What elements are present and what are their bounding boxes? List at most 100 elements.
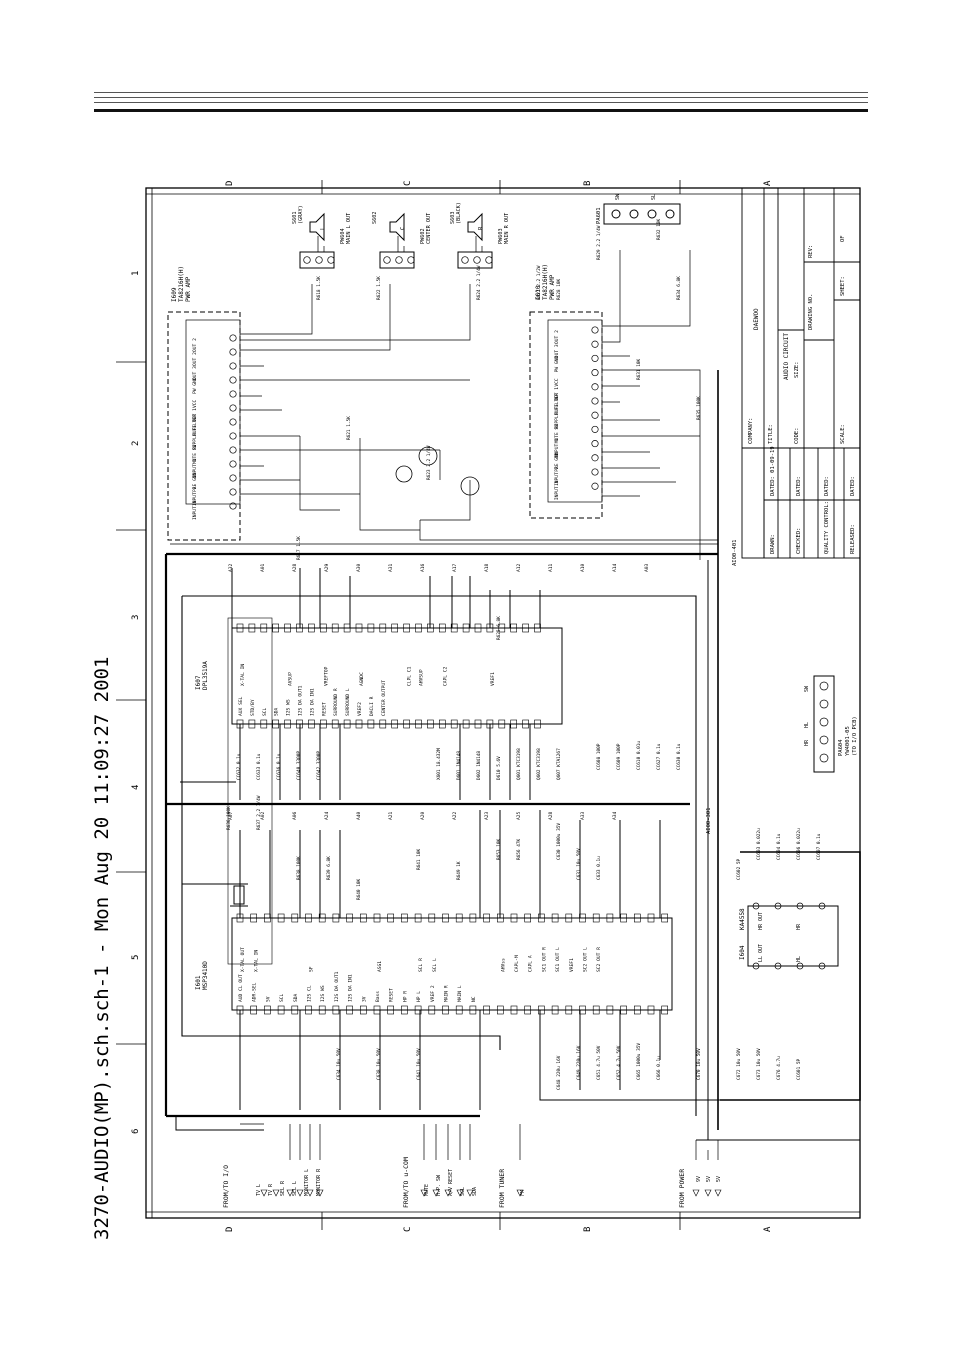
u601-top-pin [661,913,669,923]
u604-ref: I604 [739,945,746,960]
u601-bottom-pin-label: ADR-SEL [252,982,258,1002]
component-label: CC636 0.1u [276,753,282,780]
ucom-pin-label: SDA [472,1187,478,1196]
pa601-pin-sl: SL [651,194,657,200]
power-pin-label: 9V [696,1176,702,1182]
chip-i604: I604 KA4558 LL OUT HR OUT HL HR [739,902,839,970]
net-label: A02 [260,811,266,820]
zone-letter: A [763,180,773,186]
u601-bottom-pin [346,1005,353,1015]
tb-title-label: TITLE: [768,424,774,444]
u607-left-pin [331,719,339,729]
ucom-pin-label: SCL [460,1187,466,1196]
section-power: FROM POWER [678,1169,686,1208]
speaker-connector-pin [315,256,323,264]
u607-left-pin [498,719,506,729]
component-label: C649 220u 16V [576,1045,582,1080]
amp1-role: PWR AMP [185,276,192,302]
component-label: R639 6.8K [326,856,332,880]
tb-title: AUDIO CIRCUIT [783,333,790,380]
u601-top-pin-label: CAPL A [528,955,534,972]
io-arrow-icon [272,1189,280,1197]
u607-left-pin [248,719,256,729]
u601-bottom-pin-label: MAIN L [457,985,463,1002]
net-label: A03 [644,563,650,572]
amp1-pin [229,404,237,412]
u607-left-pin-label: VREF2 [357,702,363,716]
tb-released-label: RELEASED: [850,524,856,554]
component-label: C665 1000u 35V [636,1043,642,1080]
speaker-connector-label: CENTER OUT [426,213,432,244]
tb-company-label: COMPANY: [748,418,754,445]
u601-bottom-pin-label: Bass [375,991,381,1002]
io-arrow-icon [704,1189,712,1197]
pa604-pin [819,681,829,691]
u601-bottom-pin-label: HP L [416,991,422,1002]
column-number: 1 [131,271,141,276]
amp2-pin [591,369,599,377]
u607-right-pin [236,623,244,633]
u601-top-pin [401,913,408,923]
component-label: CC610 0.01u [636,741,642,770]
power-pin-label: 5V [716,1176,722,1182]
amp1-pin-label: INPUT 3 [192,500,198,520]
u601-top-pin [565,913,573,923]
bus-label-301: AIO0-301 [706,808,712,835]
amp1-pin [229,502,237,510]
pa604-pin [819,699,829,709]
component-label: Q601 KTC3198 [516,748,522,780]
speaker-connector-pin [407,256,415,264]
amp2-ref: I610 [535,285,542,300]
u601-bottom-pin-label: I2S DA OUT1 [334,971,340,1002]
net-label: A12 [516,563,522,572]
u601-bottom-pin [455,1005,463,1015]
amp2-pin [591,482,599,490]
pa604-pin-label: HR [804,739,810,746]
u601-bottom-pin [428,1005,436,1015]
speaker-connector-pin [485,256,493,264]
component-label: CC609 100P [616,743,622,770]
u607-left-pin-label: SCL [262,707,268,716]
u601-top-pin [592,913,600,923]
u607-left-pin-label: I2S WS [286,699,292,716]
u601-top-pin [277,913,285,923]
pa604-ref: PA604 [838,739,844,756]
u607-right-pin [391,623,399,633]
component-label: R632 10K [656,218,662,240]
u607-right-pin [248,623,256,633]
amp2-pin-label: OUT 3 [554,344,560,358]
amp1-pin [229,474,237,482]
amp2-pin [591,326,599,334]
u601-top-pin-label: X-TAL IN [254,950,260,972]
component-label: CC601 5P [796,1058,802,1080]
speaker-ref: S601 [292,212,298,225]
u601-bottom-pin-label: SDA [293,993,299,1002]
u607-right-pin [403,623,410,633]
u601-top-pin-label: SCL L [432,958,438,972]
u607-left-pin [391,719,399,729]
u601-bottom-pin [250,1005,257,1015]
io-pin-label: SEL L [292,1181,298,1196]
u601-bottom-pin [469,1005,477,1015]
u607-left-pin [415,719,422,729]
amp2-pin-label: MUTE SW [554,424,560,444]
component-label: C651 4.7u 50V [596,1045,602,1080]
net-label: A24 [324,811,330,820]
u607-left-pin [260,719,268,729]
component-label: R641 10K [416,848,422,870]
u601-bottom-pin [442,1005,449,1015]
u601-top-pin [469,913,477,923]
tuner-pin-label: FM [520,1190,526,1196]
u607-right-pin-label: AVSUP [288,672,294,686]
u601-top-pin-label: SC2 OUT R [596,947,602,972]
u604-pin [752,902,760,910]
speaker-ref: S602 [372,212,378,225]
u607-left-pin-label: SDA [274,707,280,716]
u601-bottom-pin-label: 5V [265,996,271,1002]
io-lines [240,1123,719,1160]
amp2-role: PWR AMP [549,274,556,300]
column-number: 3 [131,615,141,620]
